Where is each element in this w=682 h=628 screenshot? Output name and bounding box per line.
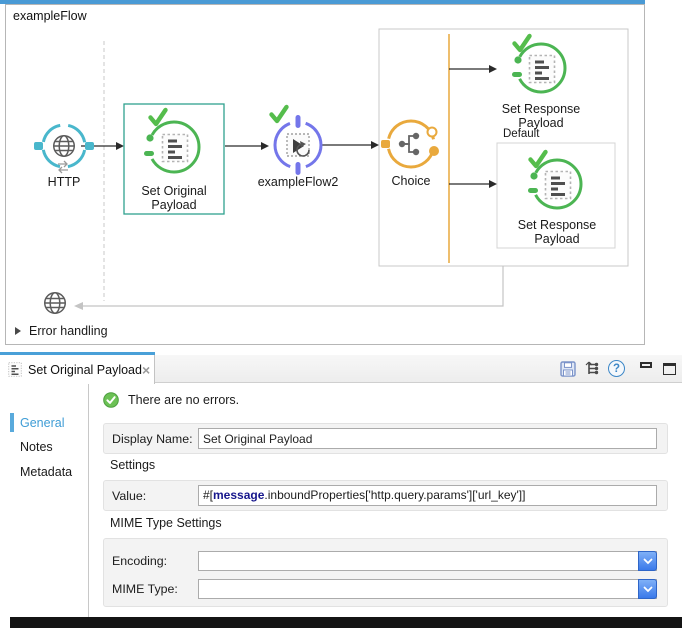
help-icon[interactable]: ? bbox=[608, 360, 625, 377]
check-icon bbox=[272, 107, 287, 121]
payload-doc-icon bbox=[530, 56, 555, 83]
flow-title: exampleFlow bbox=[13, 9, 87, 23]
mime-settings-group: Encoding: MIME Type: bbox=[103, 538, 668, 607]
status-row: There are no errors. bbox=[103, 392, 239, 408]
flow-canvas[interactable]: exampleFlow HTTP Set Original Payload ex… bbox=[5, 4, 645, 345]
example-flow2-label: exampleFlow2 bbox=[248, 175, 348, 189]
response-return-line bbox=[83, 266, 503, 306]
sidebar-item-notes[interactable]: Notes bbox=[20, 440, 53, 454]
tree-icon[interactable] bbox=[584, 360, 601, 377]
properties-tab[interactable]: Set Original Payload × bbox=[0, 355, 155, 384]
branch-port-empty bbox=[428, 128, 437, 137]
set-original-payload-label: Set Original Payload bbox=[134, 184, 214, 213]
default-branch-label: Default bbox=[503, 128, 539, 140]
minimize-icon[interactable] bbox=[640, 362, 652, 368]
mime-type-dropdown-button[interactable] bbox=[638, 579, 657, 599]
expression-rest: .inboundProperties['http.query.params'][… bbox=[264, 488, 525, 502]
properties-toolbar: ? bbox=[155, 355, 682, 383]
window-bottom-edge bbox=[10, 617, 682, 628]
expand-triangle-icon bbox=[15, 327, 21, 335]
payload-doc-icon bbox=[546, 172, 571, 199]
status-message: There are no errors. bbox=[128, 393, 239, 407]
chevron-down-icon bbox=[643, 586, 653, 593]
value-group: Value: #[message.inboundProperties['http… bbox=[103, 480, 668, 511]
display-name-group: Display Name: bbox=[103, 423, 668, 454]
close-icon[interactable]: × bbox=[142, 363, 150, 377]
set-response-payload-top-label: Set Response Payload bbox=[496, 102, 586, 131]
active-item-bar bbox=[10, 413, 14, 432]
branch-port-filled bbox=[429, 146, 439, 156]
encoding-combo bbox=[198, 551, 657, 571]
http-node[interactable] bbox=[34, 125, 94, 173]
encoding-input[interactable] bbox=[198, 551, 657, 571]
payload-doc-icon bbox=[8, 362, 22, 377]
mime-type-label: MIME Type: bbox=[112, 582, 198, 596]
mime-settings-header: MIME Type Settings bbox=[110, 516, 222, 530]
error-handling-label: Error handling bbox=[29, 324, 108, 338]
chevron-down-icon bbox=[643, 558, 653, 565]
settings-header: Settings bbox=[110, 458, 155, 472]
example-flow2-node[interactable] bbox=[272, 107, 322, 175]
properties-tab-title: Set Original Payload bbox=[28, 363, 142, 377]
display-name-input[interactable] bbox=[198, 428, 657, 449]
properties-panel-body: General Notes Metadata There are no erro… bbox=[0, 384, 682, 617]
display-name-label: Display Name: bbox=[112, 432, 198, 446]
encoding-label: Encoding: bbox=[112, 554, 198, 568]
success-check-icon bbox=[103, 392, 119, 408]
payload-doc-icon bbox=[163, 135, 188, 162]
check-icon bbox=[151, 110, 166, 124]
expression-prefix: #[ bbox=[203, 488, 213, 502]
error-handling-toggle[interactable]: Error handling bbox=[15, 324, 108, 338]
sidebar-item-label: General bbox=[20, 416, 64, 430]
choice-label: Choice bbox=[381, 174, 441, 188]
response-globe-icon bbox=[45, 293, 66, 314]
response-return-arrowhead bbox=[74, 302, 83, 310]
expression-keyword: message bbox=[213, 488, 264, 502]
sidebar-item-general[interactable]: General bbox=[10, 413, 64, 432]
sidebar-separator bbox=[88, 384, 89, 617]
value-label: Value: bbox=[112, 489, 198, 503]
maximize-icon[interactable] bbox=[663, 363, 676, 375]
mime-type-combo bbox=[198, 579, 657, 599]
encoding-dropdown-button[interactable] bbox=[638, 551, 657, 571]
sidebar-item-metadata[interactable]: Metadata bbox=[20, 465, 72, 479]
globe-icon bbox=[54, 136, 75, 157]
save-icon[interactable] bbox=[559, 360, 577, 378]
set-response-payload-default-label: Set Response Payload bbox=[512, 218, 602, 247]
value-expression-input[interactable]: #[message.inboundProperties['http.query.… bbox=[198, 485, 657, 506]
mime-type-input[interactable] bbox=[198, 579, 657, 599]
http-label: HTTP bbox=[36, 175, 92, 189]
